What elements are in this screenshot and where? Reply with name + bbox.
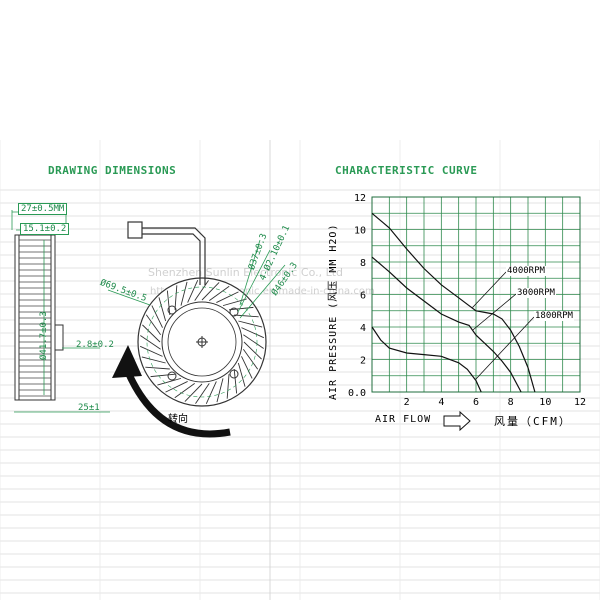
chart-frame [371, 196, 581, 393]
dim-width-total: 27±0.5MM [18, 203, 68, 215]
characteristic-curve-title: CHARACTERISTIC CURVE [335, 164, 478, 177]
x-tick-label: 4 [438, 397, 444, 408]
x-tick-label: 2 [404, 397, 410, 408]
legend-4000rpm: 4000RPM [506, 266, 546, 276]
dim-width-inner: 15.1±0.2 [20, 223, 70, 235]
x-tick-label: 8 [508, 397, 514, 408]
y-tick-label: 0.0 [348, 388, 366, 399]
legend-leader-line [472, 293, 517, 331]
y-tick-label: 6 [360, 291, 366, 302]
drawing-dimensions-title: DRAWING DIMENSIONS [48, 164, 177, 177]
legend-leader-line [472, 271, 507, 308]
x-axis-label-cn: 风量（CFM） [494, 415, 572, 428]
y-axis-label: AIR PRESSURE (风压 MM H2O) [328, 223, 339, 400]
y-tick-label: 4 [360, 323, 366, 334]
x-tick-label: 10 [539, 397, 551, 408]
y-tick-label: 8 [360, 258, 366, 269]
y-tick-label: 2 [360, 356, 366, 367]
dim-bottom: 25±1 [78, 403, 100, 413]
x-tick-label: 12 [574, 397, 586, 408]
series-line-4000rpm [371, 212, 536, 393]
x-tick-label: 6 [473, 397, 479, 408]
legend-3000rpm: 3000RPM [516, 288, 556, 298]
legend-leader-line [475, 316, 535, 380]
y-tick-label: 12 [354, 193, 366, 204]
rotation-label: 转向 [168, 414, 188, 425]
airflow-arrow [443, 410, 471, 432]
series-line-3000rpm [371, 256, 522, 393]
dim-offset: 2.8±0.2 [76, 340, 114, 350]
legend-1800rpm: 1800RPM [534, 311, 574, 321]
x-axis-label: AIR FLOW [375, 414, 432, 425]
y-tick-label: 10 [354, 226, 366, 237]
series-line-1800rpm [371, 326, 482, 393]
